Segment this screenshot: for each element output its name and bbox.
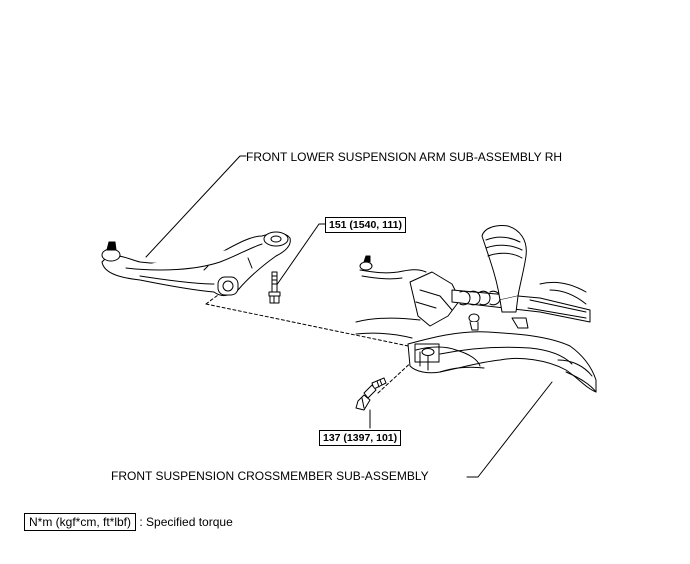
alignment-lines (205, 288, 417, 394)
upper-torque-box: 151 (1540, 111) (325, 217, 406, 233)
arm-bushing-dashed-line (205, 288, 227, 305)
legend-description: : Specified torque (139, 515, 233, 529)
arm-leader-line (145, 155, 247, 258)
arm-label: FRONT LOWER SUSPENSION ARM SUB-ASSEMBLY … (246, 150, 563, 164)
bolt-to-crossmember-dashed-line (377, 357, 417, 394)
lower-bolt (355, 377, 387, 411)
arm-ball-joint (101, 248, 121, 262)
lower-suspension-arm (101, 231, 291, 297)
crossmember-leader-line (466, 381, 553, 478)
legend-units-box: N*m (kgf*cm, ft*lbf) (24, 513, 137, 531)
torque-legend: N*m (kgf*cm, ft*lbf) : Specified torque (24, 513, 233, 531)
crossmember-label: FRONT SUSPENSION CROSSMEMBER SUB-ASSEMBL… (111, 469, 429, 483)
crossmember-assembly (355, 225, 597, 393)
upper-torque-leader-line (275, 223, 326, 287)
arm-to-crossmember-dashed-line (205, 303, 414, 348)
upper-bolt (268, 271, 281, 304)
leader-lines (145, 155, 553, 478)
lower-torque-box: 137 (1397, 101) (319, 430, 402, 446)
